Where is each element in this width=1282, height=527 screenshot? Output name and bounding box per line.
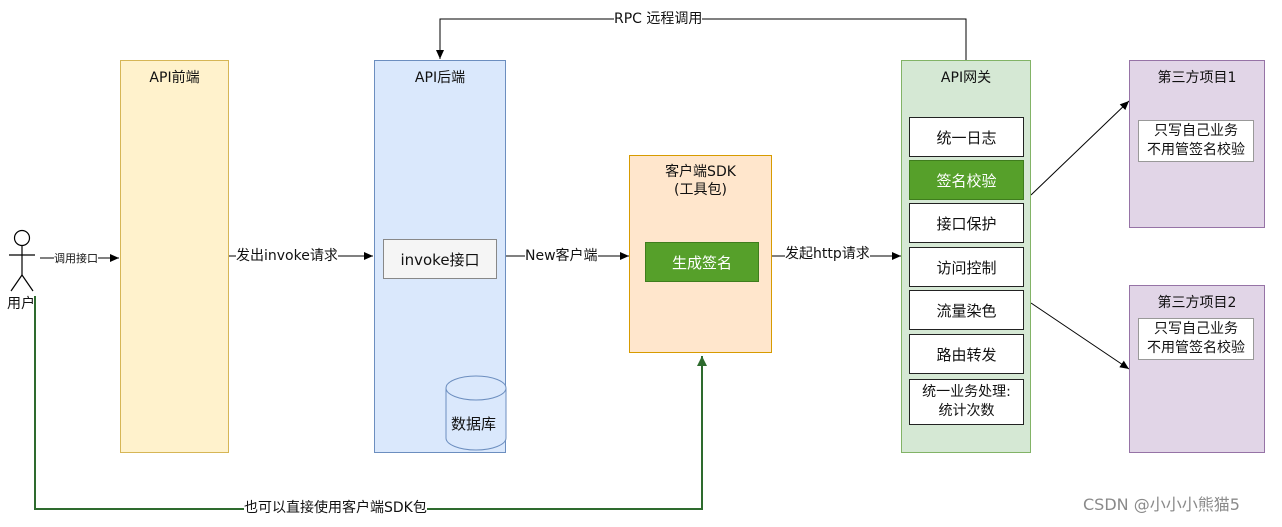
gateway-item-interface-protection: 接口保护 bbox=[909, 203, 1024, 243]
gateway-item-traffic-coloring: 流量染色 bbox=[909, 290, 1024, 330]
database-label: 数据库 bbox=[451, 415, 497, 433]
third-party-project-2-panel: 第三方项目2 bbox=[1129, 285, 1265, 453]
api-backend-title: API后端 bbox=[414, 70, 466, 86]
third-party-project-1-note-line1: 只写自己业务 bbox=[1154, 123, 1238, 139]
gateway-item-business-processing: 统一业务处理: 统计次数 bbox=[909, 379, 1024, 425]
gateway-item-routing: 路由转发 bbox=[909, 334, 1024, 374]
third-party-project-1-title: 第三方项目1 bbox=[1157, 70, 1237, 86]
sdk-subtitle: (工具包) bbox=[674, 182, 727, 198]
arrow-rpc-call bbox=[436, 18, 967, 60]
watermark: CSDN @小小小熊猫5 bbox=[1083, 495, 1240, 514]
api-frontend-title: API前端 bbox=[149, 70, 200, 86]
third-party-project-2-note-line2: 不用管签名校验 bbox=[1147, 340, 1245, 356]
invoke-request-label: 发出invoke请求 bbox=[236, 248, 338, 264]
business-processing-line1: 统一业务处理: bbox=[922, 384, 1011, 400]
sdk-title: 客户端SDK bbox=[665, 164, 736, 180]
third-party-project-2-note: 只写自己业务 不用管签名校验 bbox=[1138, 318, 1254, 360]
call-interface-label: 调用接口 bbox=[54, 251, 98, 267]
gateway-item-access-control: 访问控制 bbox=[909, 247, 1024, 287]
arrow-gateway-to-third2 bbox=[1030, 302, 1130, 370]
third-party-project-2-title: 第三方项目2 bbox=[1157, 295, 1237, 311]
direct-sdk-label: 也可以直接使用客户端SDK包 bbox=[244, 500, 427, 516]
gateway-item-signature-check: 签名校验 bbox=[909, 160, 1024, 200]
rpc-call-label: RPC 远程调用 bbox=[614, 11, 703, 27]
user-label: 用户 bbox=[7, 296, 35, 312]
business-processing-line2: 统计次数 bbox=[938, 403, 995, 419]
third-party-project-2-note-line1: 只写自己业务 bbox=[1154, 321, 1238, 337]
gateway-item-unified-log: 统一日志 bbox=[909, 117, 1024, 157]
invoke-interface-box: invoke接口 bbox=[383, 239, 497, 279]
http-request-label: 发起http请求 bbox=[785, 246, 870, 262]
api-frontend-panel: API前端 bbox=[120, 60, 229, 453]
generate-signature-box: 生成签名 bbox=[645, 242, 759, 282]
api-gateway-title: API网关 bbox=[940, 70, 992, 86]
new-client-label: New客户端 bbox=[525, 248, 598, 264]
third-party-project-1-note-line2: 不用管签名校验 bbox=[1147, 142, 1245, 158]
arrow-gateway-to-third1 bbox=[1030, 100, 1130, 196]
third-party-project-1-note: 只写自己业务 不用管签名校验 bbox=[1138, 120, 1254, 162]
